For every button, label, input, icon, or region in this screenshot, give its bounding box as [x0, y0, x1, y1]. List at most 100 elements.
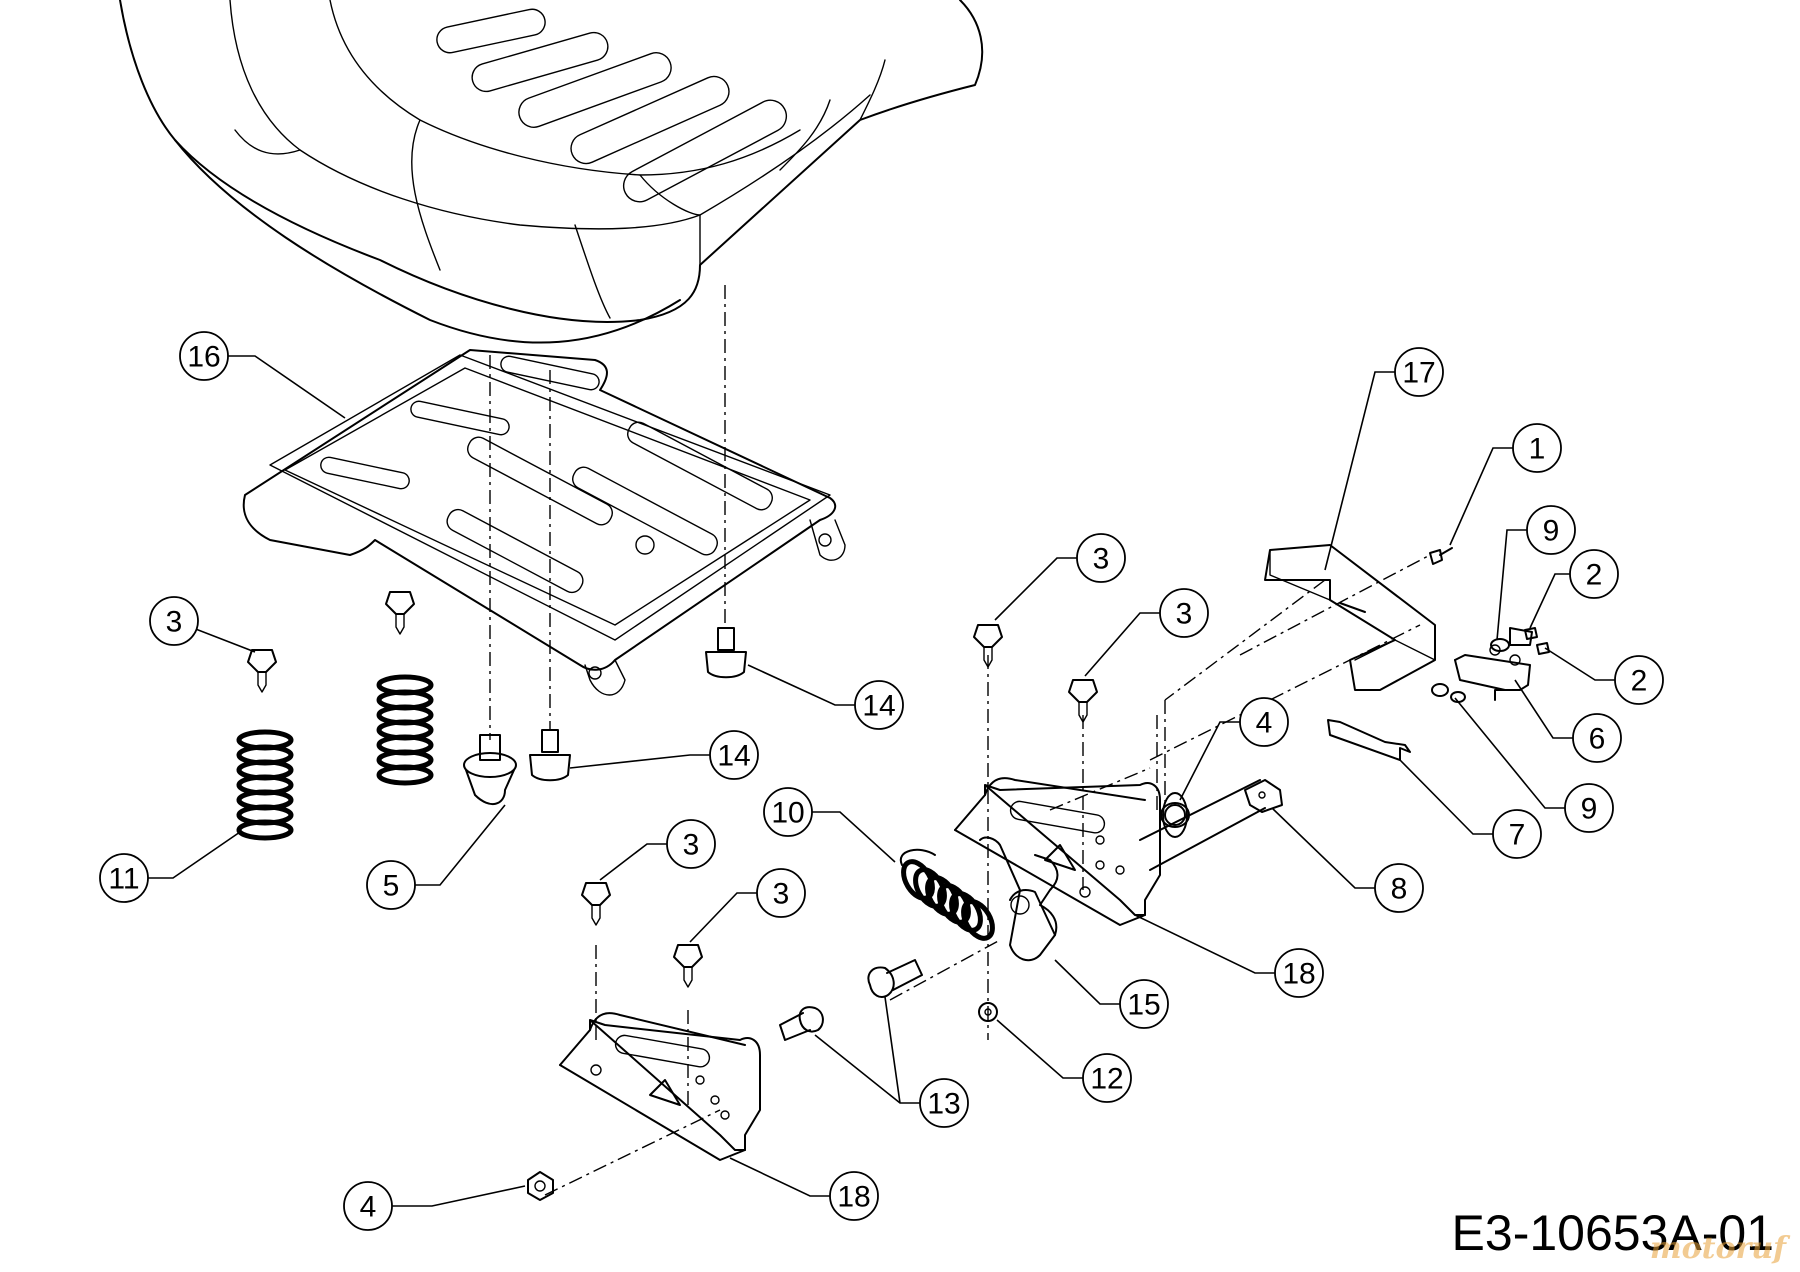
bolt-lower-2 — [673, 944, 703, 988]
callout-circle — [1572, 713, 1622, 763]
callout-circle — [854, 680, 904, 730]
drawing-number: E3-10653A-01 — [1451, 1205, 1774, 1261]
callout-number: 10 — [771, 797, 804, 830]
callout-circle — [1512, 423, 1562, 473]
callout-circle — [919, 1078, 969, 1128]
callout-number: 14 — [717, 740, 750, 773]
callout-lever: 15 — [1119, 979, 1169, 1029]
callout-circle — [1076, 533, 1126, 583]
bolt-lower-1 — [581, 882, 611, 926]
callout-number: 12 — [1090, 1063, 1123, 1096]
seat-rail-lower — [559, 1012, 761, 1161]
latch-lever — [979, 836, 1059, 962]
callout-number: 18 — [1282, 958, 1315, 991]
actuator-shaft — [1139, 779, 1266, 871]
callout-circle — [1394, 347, 1444, 397]
callout-number: 3 — [166, 606, 183, 639]
callout-spring: 11 — [99, 853, 149, 903]
washer-9b — [1431, 683, 1466, 703]
bumper-front — [529, 729, 571, 782]
callout-circle — [666, 819, 716, 869]
watermark-logo: motoruf — [1649, 1231, 1786, 1266]
callout-circle — [1239, 697, 1289, 747]
callout-number: 18 — [837, 1181, 870, 1214]
pivot-bushing — [463, 734, 517, 805]
callout-circle — [1082, 1053, 1132, 1103]
callout-circle — [763, 787, 813, 837]
bolt-right-2 — [1068, 679, 1098, 723]
washer-9a — [1490, 638, 1510, 652]
shoulder-bolt-lower — [779, 1006, 824, 1041]
coil-spring-middle — [376, 674, 434, 786]
callout-circle — [1614, 655, 1664, 705]
seat-rail-upper — [954, 777, 1161, 926]
callout-number: 3 — [1093, 543, 1110, 576]
callout-circle — [99, 853, 149, 903]
callout-circle — [1119, 979, 1169, 1029]
callout-circle — [1526, 505, 1576, 555]
callout-number: 2 — [1586, 559, 1603, 592]
callout-number: 4 — [1256, 707, 1273, 740]
callout-circle — [1492, 809, 1542, 859]
callout-lock-washer: 12 — [1082, 1053, 1132, 1103]
callout-number: 9 — [1581, 793, 1598, 826]
safety-switch — [1244, 779, 1283, 813]
callout-switch: 8 — [1374, 863, 1424, 913]
screw-1 — [1429, 547, 1453, 565]
callout-seat-rail: 18 — [1274, 948, 1324, 998]
nut-right — [1160, 802, 1190, 828]
callout-bolt: 3 — [1159, 588, 1209, 638]
callout-circle — [1274, 948, 1324, 998]
callout-circle — [756, 868, 806, 918]
callout-number: 13 — [927, 1088, 960, 1121]
callout-number: 16 — [187, 341, 220, 374]
callout-number: 14 — [862, 690, 895, 723]
bumper-rear — [705, 627, 747, 679]
callout-leaders — [148, 355, 1615, 1207]
callout-circle — [1569, 549, 1619, 599]
callout-number: 8 — [1391, 873, 1408, 906]
callout-number: 4 — [360, 1191, 377, 1224]
callout-screw: 2 — [1614, 655, 1664, 705]
callout-circle — [366, 860, 416, 910]
shoulder-bolt-upper — [867, 959, 923, 998]
bolt-left-1 — [247, 649, 277, 693]
callout-bumper: 14 — [709, 730, 759, 780]
callout-number: 5 — [383, 870, 400, 903]
switch-cover — [1264, 544, 1436, 691]
callout-number: 17 — [1402, 357, 1435, 390]
seat-grip-slots — [436, 8, 788, 203]
callout-circle — [1564, 783, 1614, 833]
callout-number: 11 — [108, 863, 139, 896]
callout-bolt: 3 — [666, 819, 716, 869]
callout-spring: 10 — [763, 787, 813, 837]
callout-washer: 9 — [1526, 505, 1576, 555]
callout-nut: 4 — [1239, 697, 1289, 747]
callout-bolt: 3 — [149, 596, 199, 646]
callout-shoulder-bolt: 13 — [919, 1078, 969, 1128]
coil-spring-left — [236, 729, 294, 841]
callout-clip: 7 — [1492, 809, 1542, 859]
callout-switch-cover: 17 — [1394, 347, 1444, 397]
callout-nut: 4 — [343, 1181, 393, 1231]
callout-screw: 1 — [1512, 423, 1562, 473]
callout-circle — [343, 1181, 393, 1231]
bolt-right-1 — [973, 624, 1003, 668]
callout-number: 3 — [773, 878, 790, 911]
callout-bolt: 3 — [1076, 533, 1126, 583]
bolt-left-2 — [385, 591, 415, 635]
callout-number: 15 — [1127, 989, 1160, 1022]
callout-screw: 2 — [1569, 549, 1619, 599]
callout-bracket: 6 — [1572, 713, 1622, 763]
callout-number: 6 — [1589, 723, 1606, 756]
seat-cushion — [119, 0, 984, 344]
screws-2 — [1524, 627, 1550, 655]
callout-number: 2 — [1631, 665, 1648, 698]
lock-washer — [978, 1002, 998, 1022]
callout-circle — [709, 730, 759, 780]
extension-spring — [899, 848, 995, 941]
callout-circle — [1159, 588, 1209, 638]
